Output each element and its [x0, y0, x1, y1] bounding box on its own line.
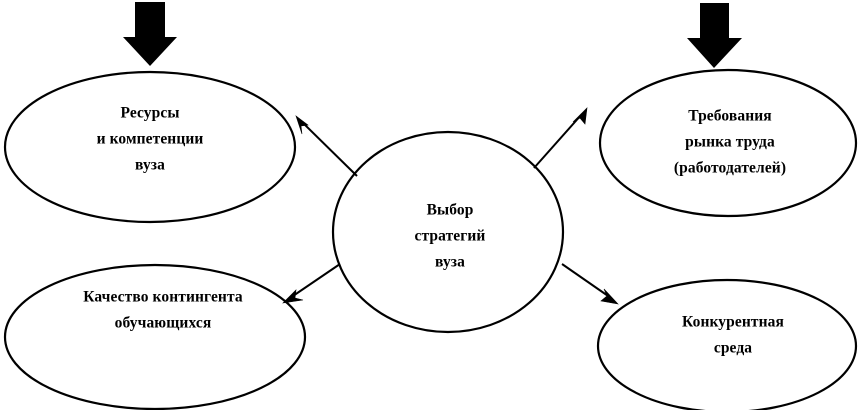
- node-labor-market-label: (работодателей): [674, 160, 786, 177]
- node-labor-market-label: рынка труда: [685, 134, 775, 151]
- connector-center-to-labor-market: [533, 107, 588, 169]
- node-competitive-environment[interactable]: Конкурентная среда: [596, 278, 858, 410]
- node-center-shape: [331, 130, 565, 334]
- node-center-label: стратегий: [415, 228, 486, 245]
- node-center-strategy-choice[interactable]: Выбор стратегий вуза: [331, 130, 565, 334]
- arrowhead-icon: [295, 115, 309, 135]
- connector-line: [301, 121, 358, 177]
- arrowhead-icon: [600, 288, 619, 305]
- connector-line: [561, 263, 612, 299]
- node-student-quality-label: обучающихся: [115, 315, 212, 332]
- node-competitive-environment-shape: [596, 278, 858, 410]
- node-resources-label: Ресурсы: [120, 105, 179, 122]
- arrowhead-icon: [572, 107, 588, 125]
- node-center-label: Выбор: [427, 202, 474, 219]
- connector-center-to-competitive-environment: [561, 263, 619, 305]
- node-labor-market-shape: [598, 68, 858, 218]
- node-labor-market-label: Требования: [688, 108, 772, 125]
- node-student-quality-label: Качество контингента: [83, 289, 243, 306]
- connector-center-to-student-quality: [282, 263, 341, 304]
- node-resources-shape: [3, 70, 297, 224]
- input-arrow-left: [123, 2, 177, 66]
- node-competitive-environment-label: Конкурентная: [682, 314, 784, 331]
- node-labor-market[interactable]: Требования рынка труда (работодателей): [598, 68, 858, 218]
- node-resources-label: вуза: [135, 157, 165, 174]
- input-arrow-right: [687, 3, 742, 68]
- down-block-arrow-icon: [123, 2, 177, 66]
- down-block-arrow-icon: [687, 3, 742, 68]
- node-resources[interactable]: Ресурсы и компетенции вуза: [3, 70, 297, 224]
- node-resources-label: и компетенции: [97, 131, 204, 148]
- arrowhead-icon: [282, 289, 304, 304]
- connector-center-to-resources: [295, 115, 358, 177]
- node-competitive-environment-label: среда: [714, 340, 752, 357]
- node-student-quality[interactable]: Качество контингента обучающихся: [3, 263, 307, 410]
- connector-line: [289, 263, 341, 299]
- node-center-label: вуза: [435, 254, 465, 271]
- node-student-quality-shape: [3, 263, 307, 410]
- connector-line: [533, 113, 583, 169]
